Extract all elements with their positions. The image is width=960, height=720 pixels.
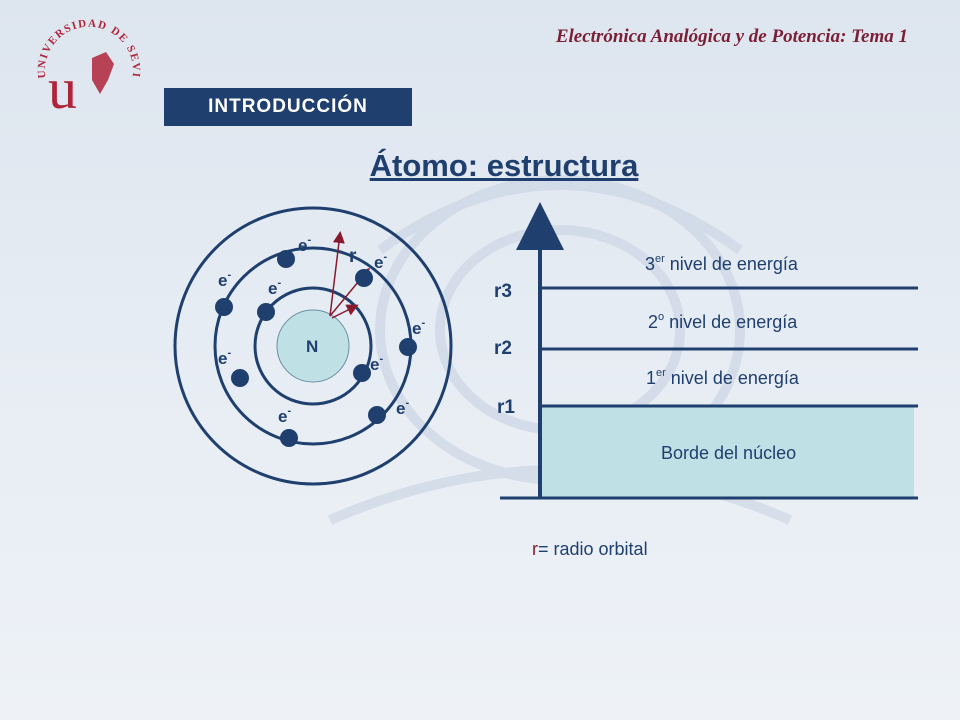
logo-letter: u: [48, 56, 77, 118]
logo-figure-icon: [92, 52, 114, 94]
electron: [257, 303, 275, 321]
section-badge: INTRODUCCIÓN: [164, 88, 412, 126]
radius-arrow-1: [329, 231, 345, 317]
energy-level-1: 1er nivel de energía: [646, 367, 800, 388]
radius-arrow-3: [331, 304, 359, 319]
electron-label: e-: [278, 405, 291, 426]
electron-label: e-: [396, 397, 409, 418]
energy-level-3: 3er nivel de energía: [645, 253, 799, 274]
orbit-3: [173, 206, 453, 486]
electron: [355, 269, 373, 287]
nucleus-band: [540, 406, 914, 498]
nucleus: [276, 309, 350, 383]
electron: [280, 429, 298, 447]
nucleus-edge-label: Borde del núcleo: [661, 443, 796, 463]
electron: [231, 369, 249, 387]
slide-title: Átomo: estructura: [369, 148, 639, 183]
radius-label: r: [349, 246, 357, 267]
radius-label-r1: r1: [497, 397, 515, 418]
electron: [277, 250, 295, 268]
nucleus-label: N: [306, 337, 318, 356]
electron-label: e-: [218, 269, 231, 290]
radius-label-r3: r3: [494, 281, 512, 302]
section-label: INTRODUCCIÓN: [208, 96, 368, 117]
electron: [353, 364, 371, 382]
electron-label: e-: [370, 353, 383, 374]
legend: r= radio orbital: [532, 539, 648, 559]
electron-label: e-: [218, 347, 231, 368]
orbit-1: [253, 286, 373, 406]
electron-label: e-: [412, 317, 425, 338]
radius-label-r2: r2: [494, 338, 512, 359]
electron: [399, 338, 417, 356]
electron-label: e-: [298, 234, 311, 255]
energy-level-2: 2o nivel de energía: [648, 311, 798, 332]
electron-label: e-: [268, 277, 281, 298]
electron: [368, 406, 386, 424]
electron-label: e-: [374, 251, 387, 272]
course-title: Electrónica Analógica y de Potencia: Tem…: [555, 26, 908, 47]
university-logo: UNIVERSIDAD DE SEVILLA u: [29, 9, 144, 123]
electron: [215, 298, 233, 316]
